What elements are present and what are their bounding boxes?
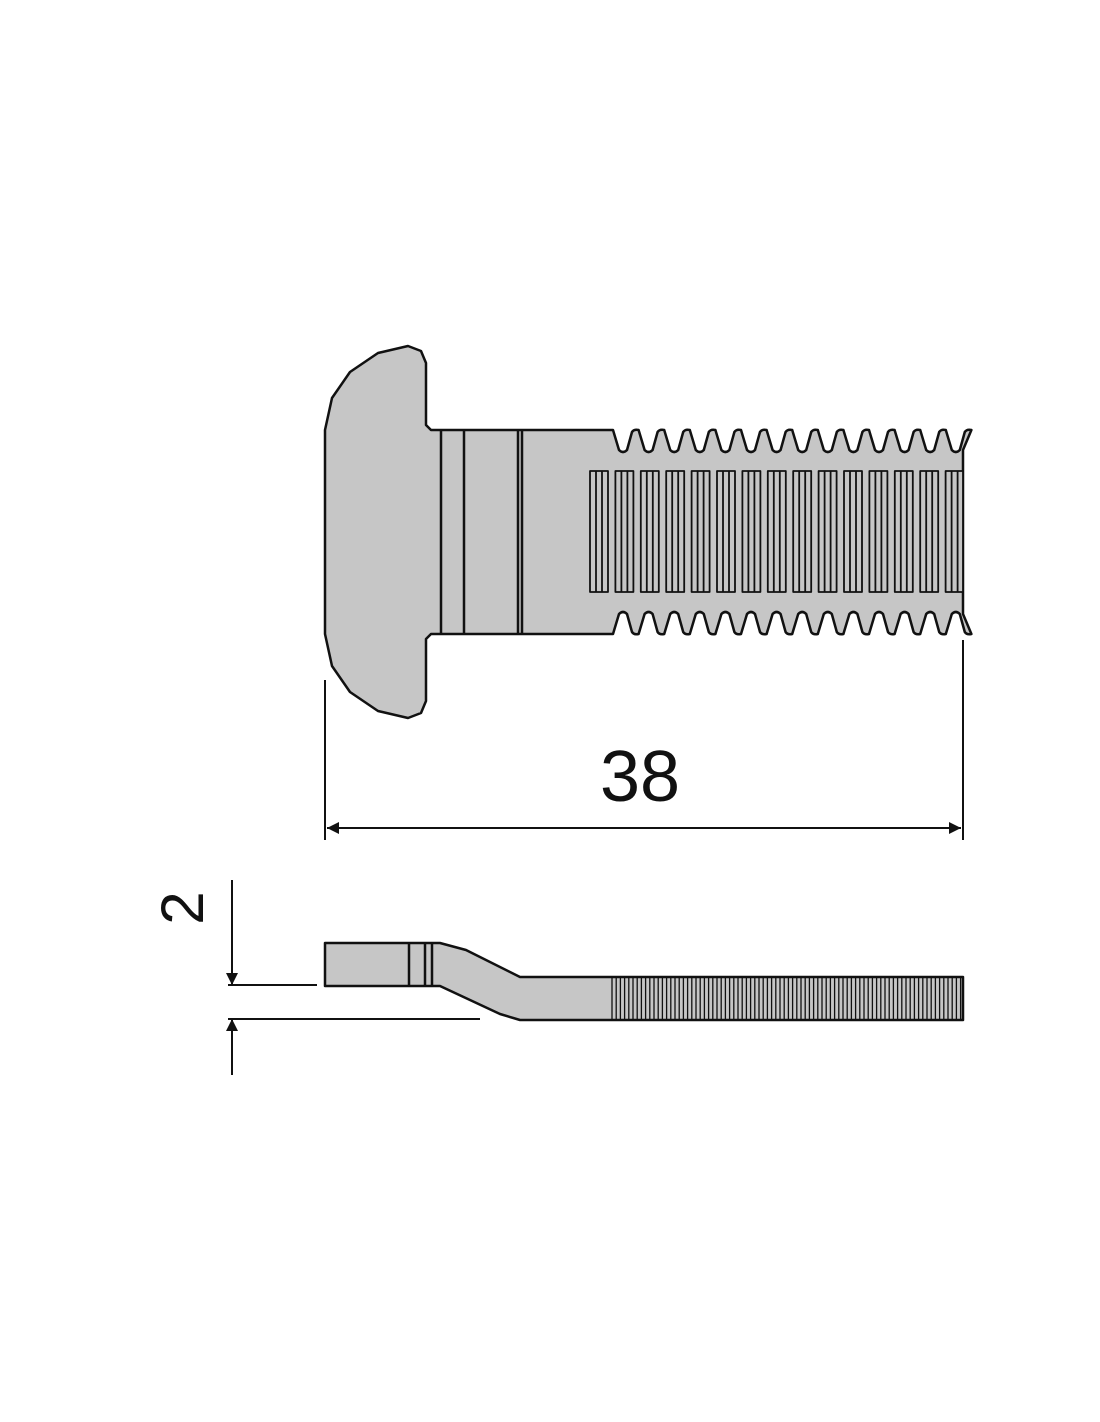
groove (589, 470, 609, 593)
groove (665, 470, 686, 593)
length-dimension (324, 640, 964, 840)
groove (716, 470, 736, 593)
bolt-top-view (323, 344, 973, 720)
groove (893, 470, 914, 593)
side-outline (323, 941, 965, 1022)
thickness-dimension (226, 880, 480, 1075)
groove (843, 470, 863, 593)
length-dimension-label: 38 (600, 737, 680, 817)
side-knurl (611, 977, 962, 1020)
groove (766, 470, 787, 593)
groove (817, 470, 838, 593)
groove (868, 470, 889, 593)
shank-rings (439, 430, 524, 634)
bolt-side-view (323, 941, 965, 1022)
groove (944, 470, 964, 593)
groove (639, 470, 660, 593)
groove (614, 470, 635, 593)
groove (690, 470, 711, 593)
groove (919, 470, 940, 593)
thickness-dimension-label: 2 (149, 891, 216, 924)
groove (741, 470, 762, 593)
knurl-grooves (589, 470, 964, 593)
groove (792, 470, 813, 593)
